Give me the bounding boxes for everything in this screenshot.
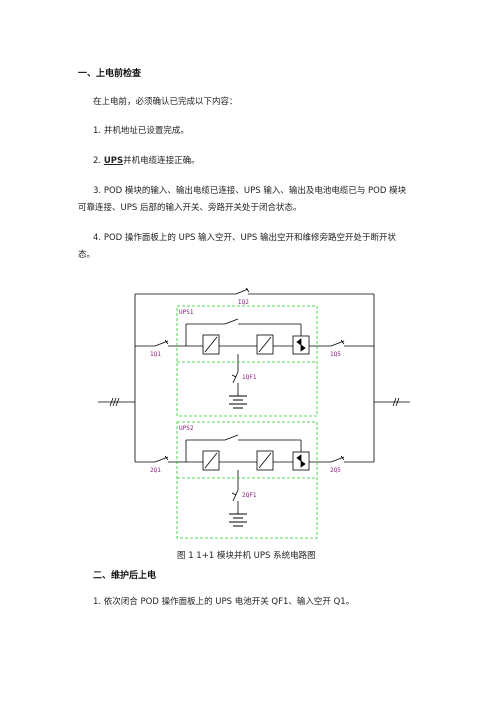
label-ups1-battery: 1QF1	[242, 374, 257, 381]
item-2-text: 并机电缆连接正确。	[123, 156, 200, 166]
item-4-line1: 4. POD 操作面板上的 UPS 输入空开、UPS 输出空开和维修旁路空开处于…	[93, 232, 396, 244]
label-ups1: UPS1	[179, 309, 194, 316]
label-ups1-input: 1Q1	[150, 351, 161, 358]
item-2-highlight: UPS	[103, 156, 124, 166]
label-ups2: UPS2	[179, 425, 194, 432]
dashed-boxes	[176, 305, 318, 539]
item-4-num: 4.	[93, 233, 102, 243]
item-2: 2. UPS并机电缆连接正确。	[93, 155, 200, 167]
breaker-marks	[109, 397, 400, 407]
item-2-num: 2.	[93, 156, 102, 166]
ups2-components	[202, 450, 310, 471]
ups1-components	[202, 334, 310, 355]
intro-text: 在上电前，必须确认已完成以下内容：	[93, 97, 238, 107]
item-1: 1. 并机地址已设置完成。	[93, 125, 189, 137]
ups1-battery-icon	[229, 395, 247, 409]
item-4-line2: 态。	[78, 250, 96, 260]
item-3-line1: 3. POD 模块的输入、输出电缆已连接、UPS 输入、输出及电池电缆已与 PO…	[93, 185, 406, 197]
item-1-num: 1.	[93, 126, 102, 136]
item-1-text: 并机地址已设置完成。	[103, 126, 189, 136]
circuit-wires	[98, 293, 410, 514]
switch-symbols	[154, 287, 345, 502]
label-ups2-output: 2Q5	[330, 467, 341, 474]
section2-heading: 二、维护后上电	[93, 571, 157, 581]
ups2-battery-icon	[229, 513, 247, 527]
figure-caption: 图 1 1+1 模块并机 UPS 系统电路图	[177, 551, 316, 561]
item-3-num: 3.	[93, 186, 102, 196]
label-ups1-output: 1Q5	[330, 351, 341, 358]
item-3-line2: 可靠连接、UPS 后部的输入开关、旁路开关处于闭合状态。	[78, 203, 302, 213]
item-4-text: POD 操作面板上的 UPS 输入空开、UPS 输出空开和维修旁路空开处于断开状	[103, 233, 396, 243]
section1-heading: 一、上电前检查	[78, 69, 142, 79]
item-3-text: POD 模块的输入、输出电缆已连接、UPS 输入、输出及电池电缆已与 POD 模…	[103, 186, 407, 196]
section2-item-1: 1. 依次闭合 POD 操作面板上的 UPS 电池开关 QF1、输入空开 Q1。	[93, 597, 355, 607]
label-ups2-input: 2Q1	[150, 467, 161, 474]
label-ups2-battery: 2QF1	[242, 492, 257, 499]
ups-circuit-diagram: IQ2 UPS1 1Q1 1Q5 1QF1 UPS2 2Q1 2Q5 2QF1	[98, 287, 410, 539]
label-bypass-switch: IQ2	[238, 299, 249, 306]
